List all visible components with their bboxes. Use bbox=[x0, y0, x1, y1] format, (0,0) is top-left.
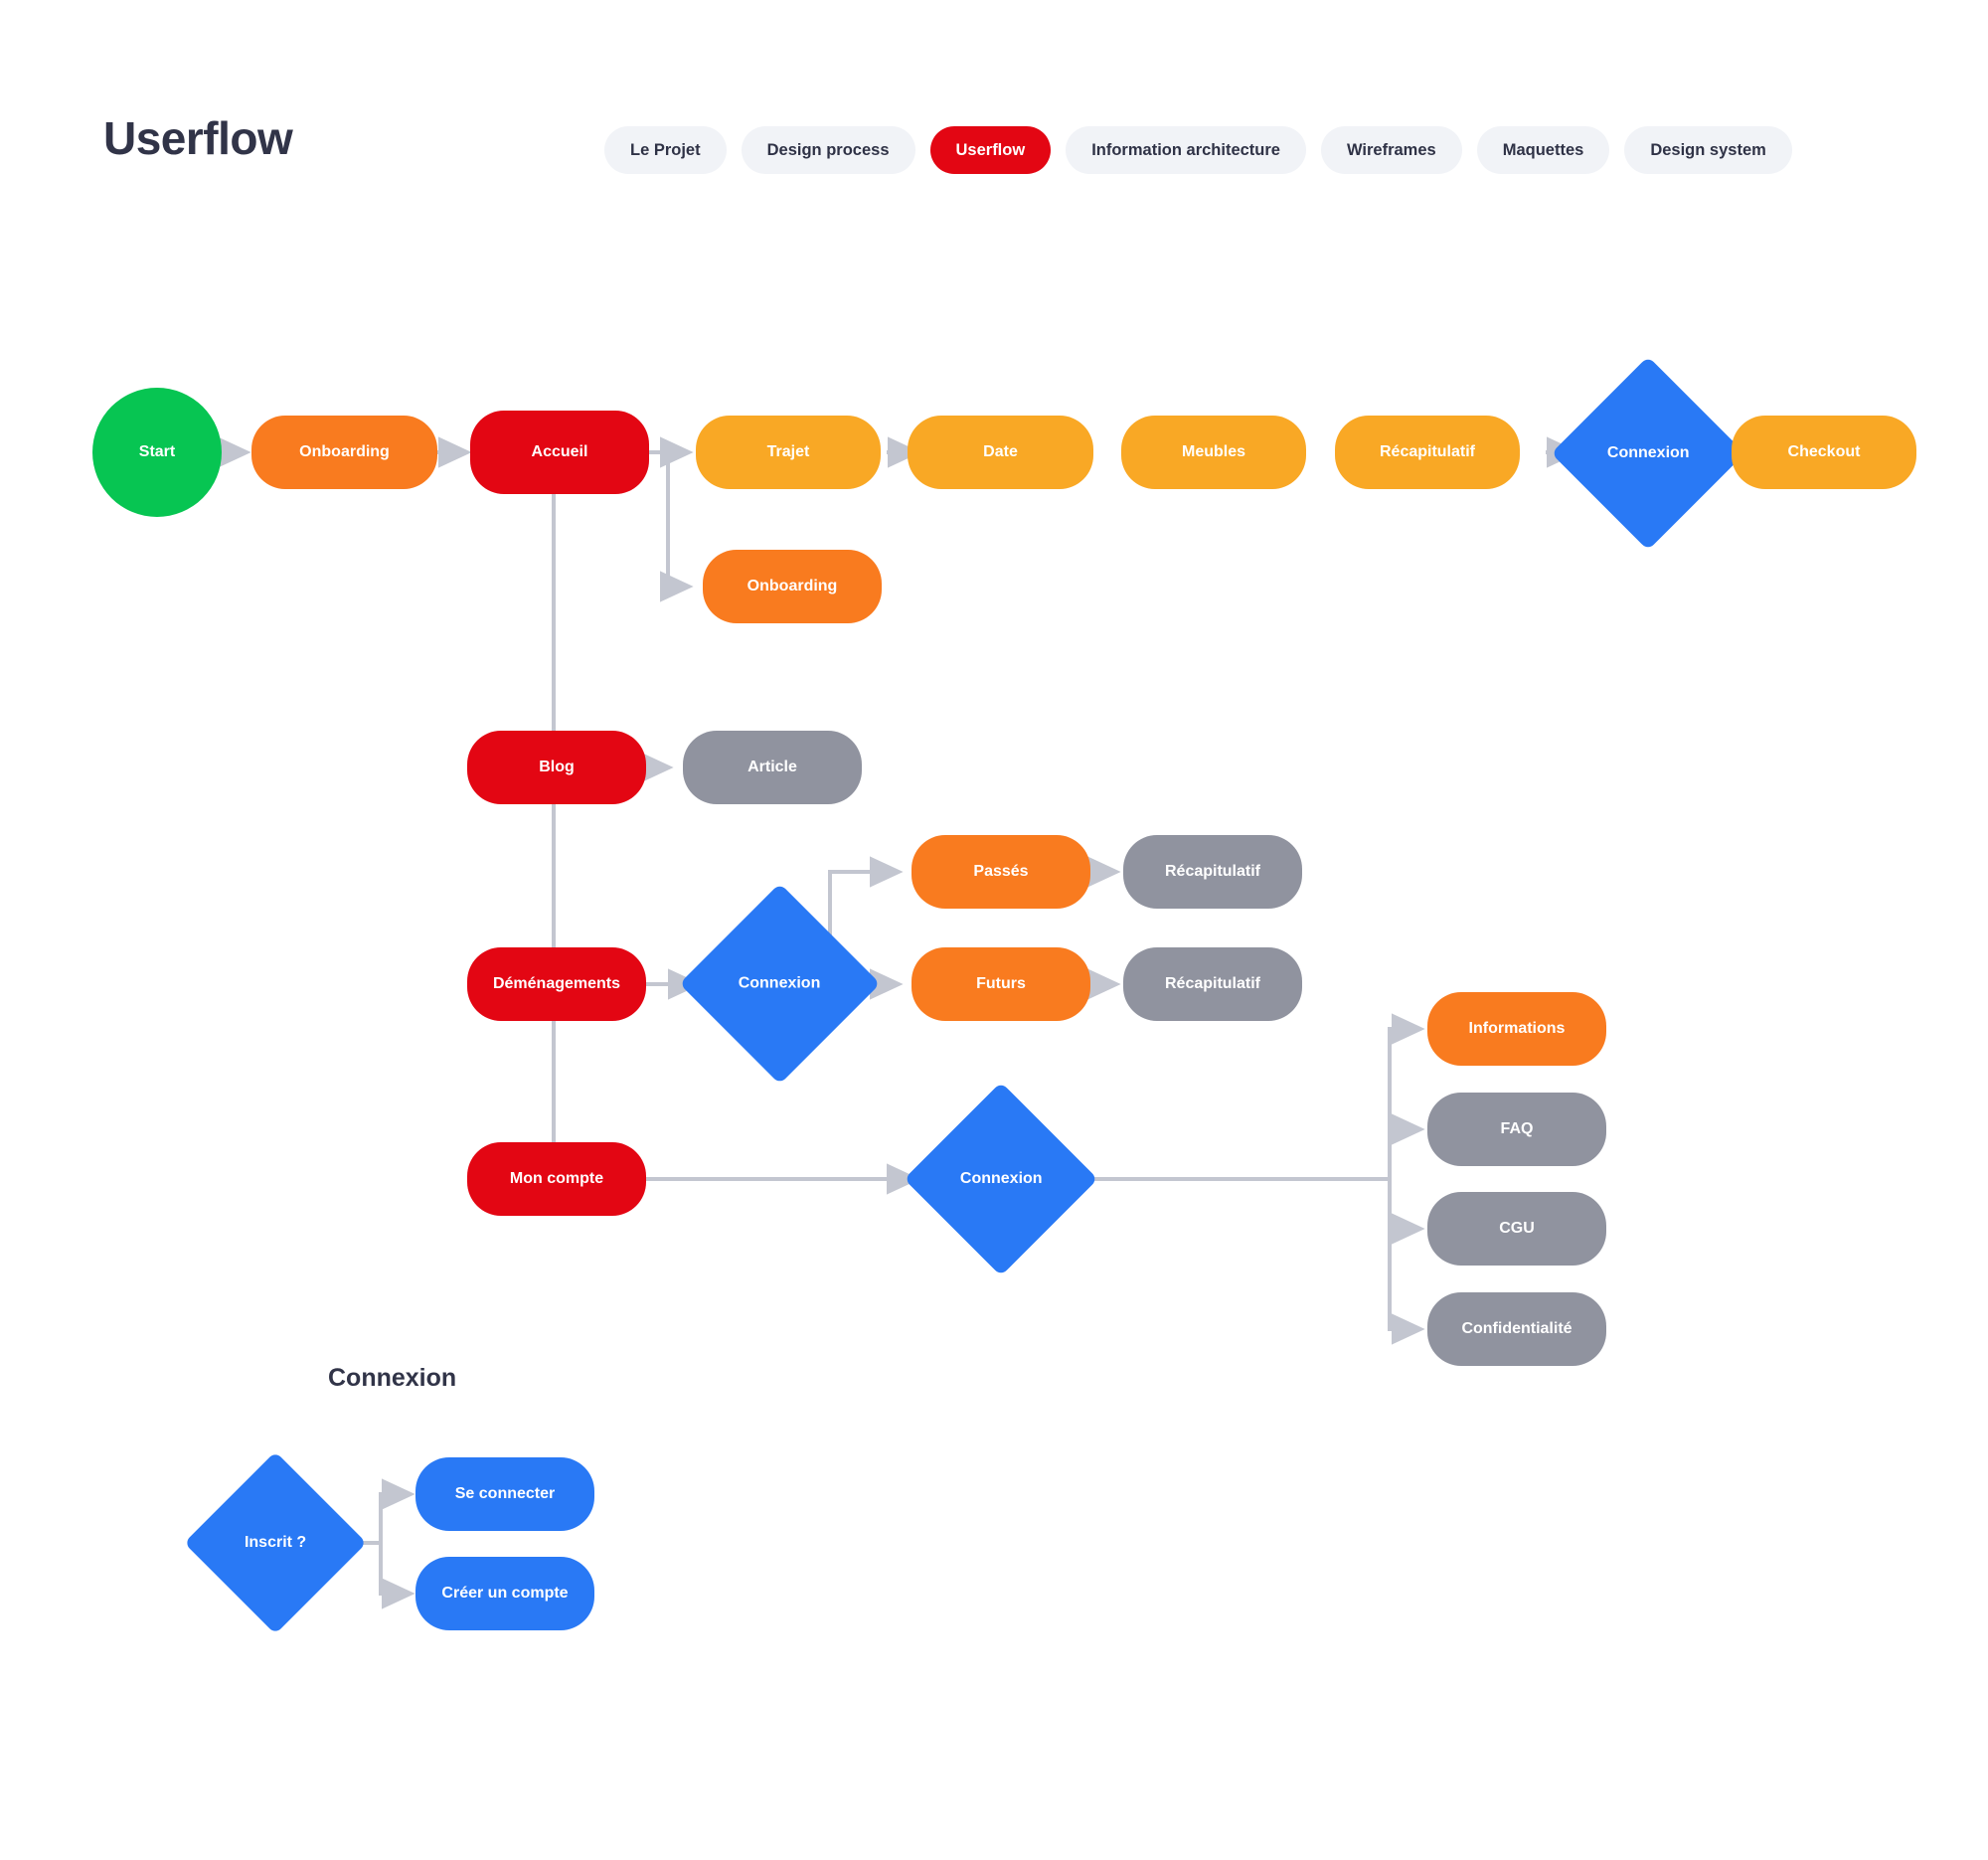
node-connexion-demenagements[interactable]: Connexion bbox=[679, 883, 881, 1085]
node-article[interactable]: Article bbox=[683, 731, 862, 804]
tab-information-architecture[interactable]: Information architecture bbox=[1066, 126, 1306, 174]
tab-design-system[interactable]: Design system bbox=[1624, 126, 1792, 174]
node-recapitulatif-futurs[interactable]: Récapitulatif bbox=[1123, 947, 1302, 1021]
node-start[interactable]: Start bbox=[92, 388, 222, 517]
node-onboarding-2[interactable]: Onboarding bbox=[703, 550, 882, 623]
node-meubles[interactable]: Meubles bbox=[1121, 416, 1306, 489]
node-trajet[interactable]: Trajet bbox=[696, 416, 881, 489]
node-creer-un-compte[interactable]: Créer un compte bbox=[415, 1557, 594, 1630]
node-connexion-top[interactable]: Connexion bbox=[1551, 356, 1745, 551]
node-connexion-top-label: Connexion bbox=[1606, 443, 1690, 461]
node-se-connecter[interactable]: Se connecter bbox=[415, 1457, 594, 1531]
node-passes[interactable]: Passés bbox=[911, 835, 1090, 909]
node-inscrit[interactable]: Inscrit ? bbox=[184, 1451, 367, 1634]
node-informations[interactable]: Informations bbox=[1427, 992, 1606, 1066]
node-futurs[interactable]: Futurs bbox=[911, 947, 1090, 1021]
nav-tabs: Le Projet Design process Userflow Inform… bbox=[604, 126, 1792, 174]
node-blog[interactable]: Blog bbox=[467, 731, 646, 804]
node-mon-compte[interactable]: Mon compte bbox=[467, 1142, 646, 1216]
node-recapitulatif-1[interactable]: Récapitulatif bbox=[1335, 416, 1520, 489]
node-onboarding-1[interactable]: Onboarding bbox=[251, 416, 437, 489]
tab-userflow[interactable]: Userflow bbox=[929, 126, 1052, 174]
page-title: Userflow bbox=[103, 112, 293, 164]
node-confidentialite[interactable]: Confidentialité bbox=[1427, 1292, 1606, 1366]
page-header: Userflow Le Projet Design process Userfl… bbox=[0, 0, 1988, 209]
node-faq[interactable]: FAQ bbox=[1427, 1093, 1606, 1166]
node-recapitulatif-passes[interactable]: Récapitulatif bbox=[1123, 835, 1302, 909]
tab-maquettes[interactable]: Maquettes bbox=[1476, 126, 1610, 174]
node-demenagements[interactable]: Déménagements bbox=[467, 947, 646, 1021]
tab-le-projet[interactable]: Le Projet bbox=[604, 126, 727, 174]
node-connexion-mon-compte-label: Connexion bbox=[959, 1169, 1043, 1187]
node-accueil[interactable]: Accueil bbox=[470, 411, 649, 494]
node-checkout[interactable]: Checkout bbox=[1732, 416, 1916, 489]
tab-wireframes[interactable]: Wireframes bbox=[1320, 126, 1462, 174]
node-connexion-demenagements-label: Connexion bbox=[739, 974, 821, 992]
node-inscrit-label: Inscrit ? bbox=[244, 1533, 307, 1551]
tab-design-process[interactable]: Design process bbox=[741, 126, 915, 174]
section-heading-connexion: Connexion bbox=[328, 1364, 457, 1392]
node-cgu[interactable]: CGU bbox=[1427, 1192, 1606, 1266]
node-connexion-mon-compte[interactable]: Connexion bbox=[904, 1082, 1098, 1276]
node-date[interactable]: Date bbox=[908, 416, 1093, 489]
